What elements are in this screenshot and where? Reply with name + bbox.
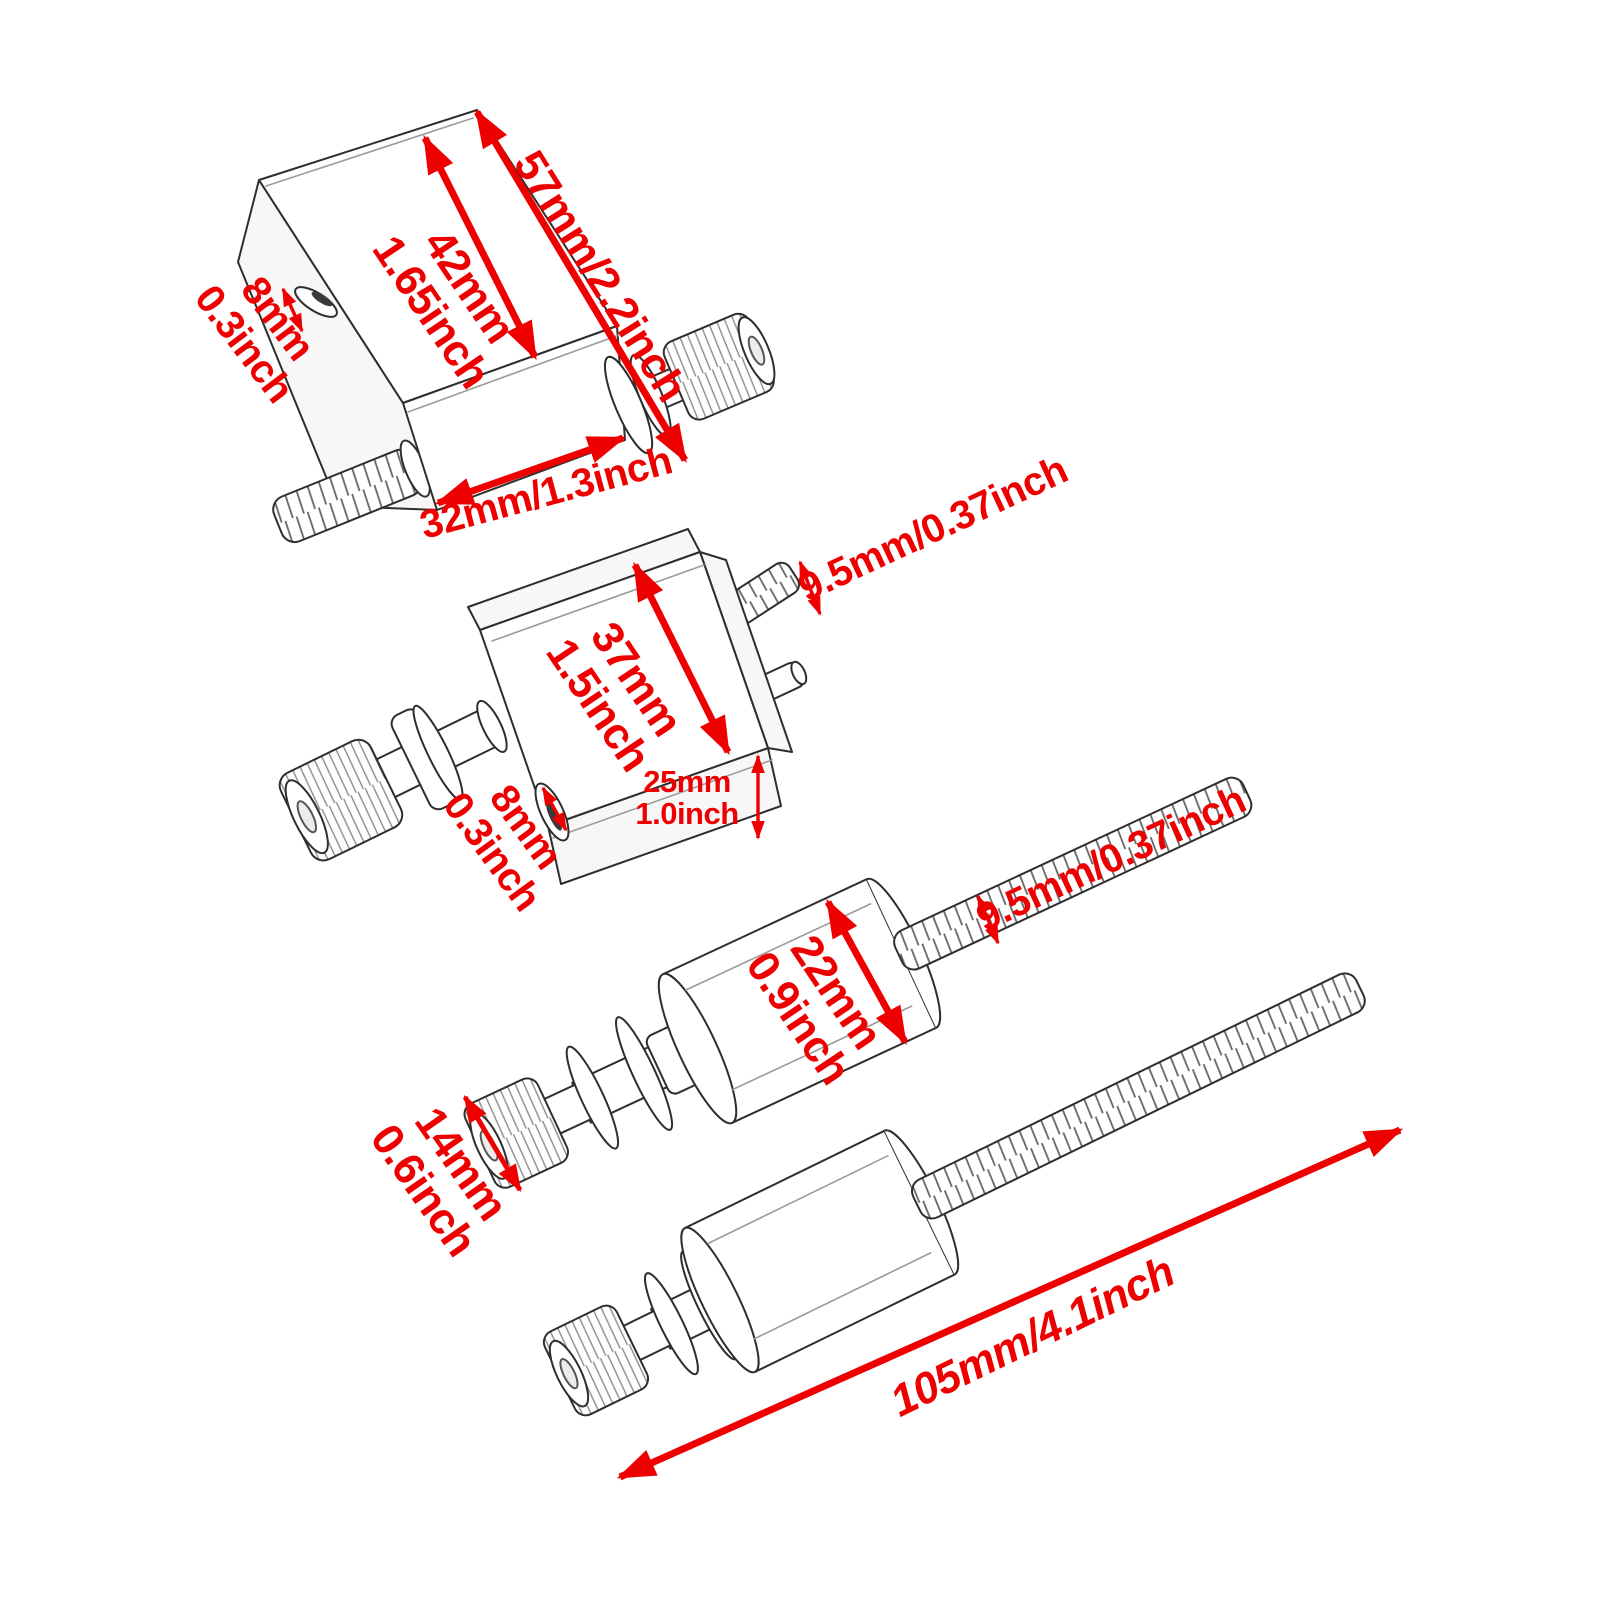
dim-label: 9.5mm/0.37inch xyxy=(970,778,1252,941)
threaded-rod xyxy=(910,972,1366,1220)
flange-washer xyxy=(565,1045,620,1150)
dimension-arrow xyxy=(631,561,732,756)
bracket-stud xyxy=(272,439,431,544)
dimension-arrow xyxy=(434,434,627,507)
dim-spacer-rod: 9.5mm/0.37inch xyxy=(970,778,1252,945)
dimension-arrow xyxy=(541,786,568,832)
dimension-arrow xyxy=(824,898,909,1046)
block-bolt xyxy=(278,699,508,862)
bolt-boss xyxy=(476,699,508,753)
dimension-arrow xyxy=(798,560,822,616)
dimension-arrow xyxy=(976,894,1000,945)
dim-label: 9.5mm/0.37inch xyxy=(792,448,1074,611)
hex-socket xyxy=(747,335,766,366)
dimension-arrow xyxy=(462,1094,523,1193)
shoulder-washer-face xyxy=(412,704,464,801)
dimension-arrow xyxy=(281,287,304,333)
dim-block-depth: 25mm 1.0inch xyxy=(635,754,765,840)
hex-socket xyxy=(296,800,317,834)
spacer-end xyxy=(657,972,738,1125)
bracket-slot-opening xyxy=(311,291,333,307)
dim-label: 25mm xyxy=(643,764,731,799)
bracket-top-edge-line xyxy=(265,117,474,187)
dim-label: 1.0inch xyxy=(635,796,738,831)
hex-socket xyxy=(559,1358,579,1390)
block-edge-line xyxy=(552,759,773,839)
dim-block-stud: 9.5mm/0.37inch xyxy=(792,448,1074,616)
dimension-arrow xyxy=(473,108,689,464)
pin-end xyxy=(790,660,808,686)
dimension-arrow xyxy=(616,1126,1404,1481)
